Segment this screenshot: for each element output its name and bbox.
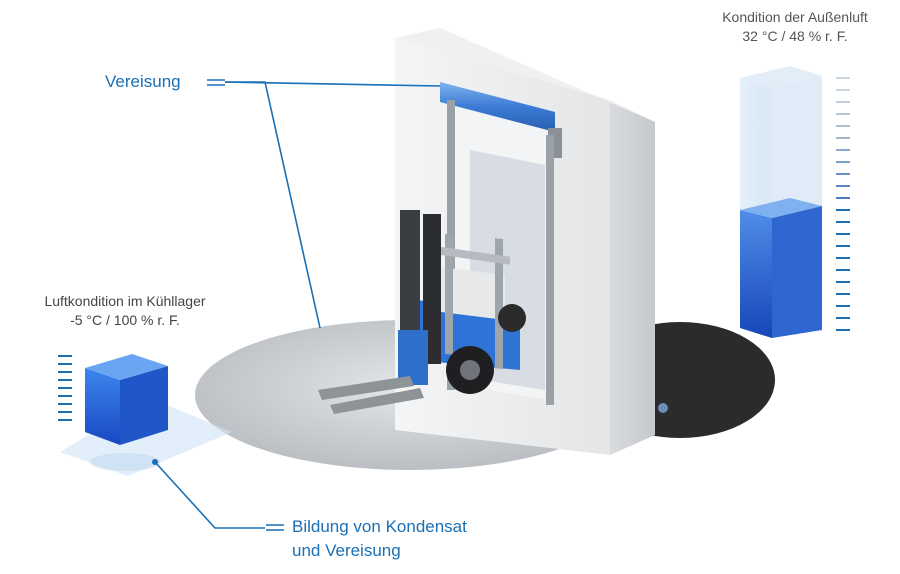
condensate-label: Bildung von Kondensat und Vereisung	[292, 515, 467, 563]
cold-storage-condition-label: Luftkondition im Kühllager -5 °C / 100 %…	[20, 292, 230, 330]
outside-air-title: Kondition der Außenluft	[722, 9, 868, 25]
condensate-label-line1: Bildung von Kondensat	[292, 517, 467, 536]
outside-scale-ticks	[836, 77, 850, 331]
cold-scale-ticks	[58, 355, 72, 421]
icing-label: Vereisung	[105, 72, 181, 91]
outside-air-values: 32 °C / 48 % r. F.	[742, 28, 848, 44]
forklift-illustration	[318, 210, 526, 414]
cold-storage-title: Luftkondition im Kühllager	[44, 293, 206, 309]
condensate-marker	[152, 459, 158, 465]
outside-air-condition-label: Kondition der Außenluft 32 °C / 48 % r. …	[700, 8, 890, 46]
cold-humidity-cube	[60, 354, 232, 476]
leader-line-condensate	[154, 461, 284, 531]
cold-storage-values: -5 °C / 100 % r. F.	[70, 312, 180, 328]
outside-humidity-column	[740, 66, 822, 338]
leader-line-icing	[207, 79, 441, 329]
condensate-label-line2: und Vereisung	[292, 541, 401, 560]
